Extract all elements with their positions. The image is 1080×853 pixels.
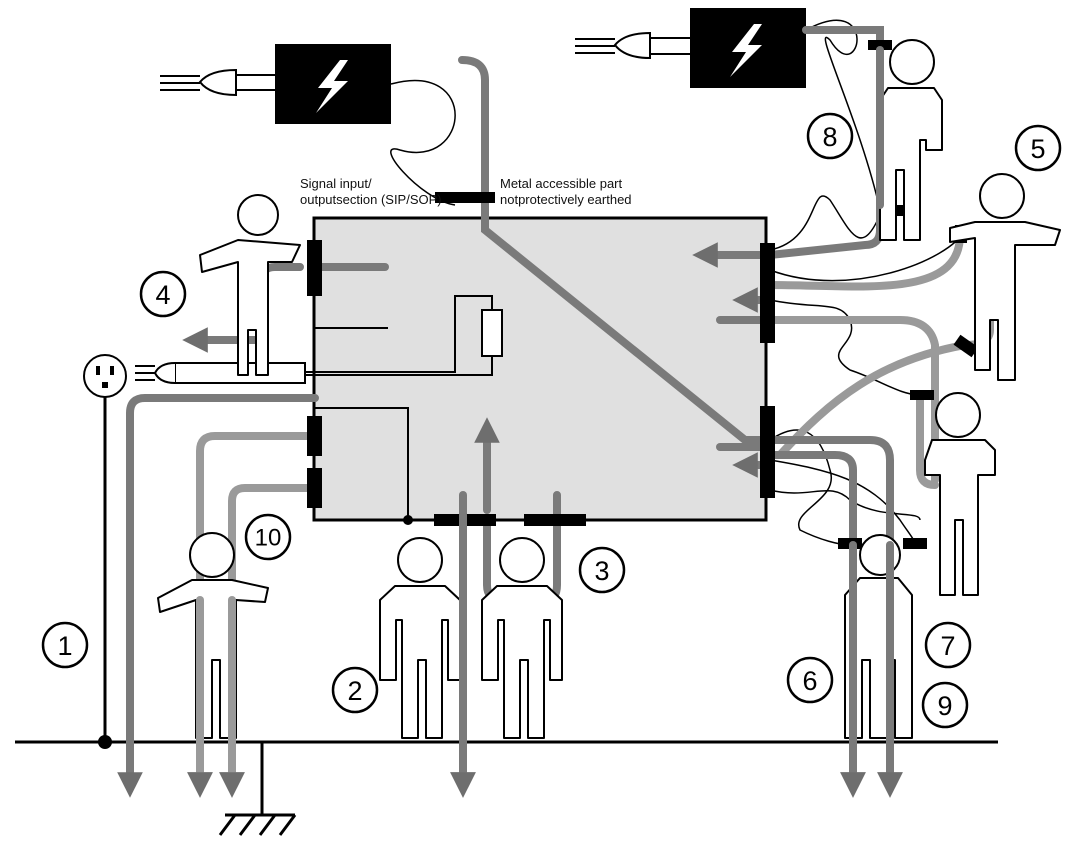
metal-part-label-line2: notprotectively earthed [500, 192, 632, 207]
person-2-icon [379, 537, 461, 739]
svg-text:1: 1 [57, 631, 72, 661]
numbered-callouts: 1 2 3 4 5 6 7 8 [41, 112, 1062, 729]
bottom-connector-b [524, 514, 586, 526]
svg-text:9: 9 [937, 691, 952, 721]
sip-connector-mid [307, 416, 322, 456]
power-source-left [160, 44, 391, 124]
callout-6: 6 [786, 656, 834, 704]
svg-text:7: 7 [940, 631, 955, 661]
connection-dot [403, 515, 413, 525]
callout-1: 1 [41, 621, 89, 669]
path-mid [766, 316, 939, 484]
callout-2: 2 [331, 666, 379, 714]
person-8-icon [879, 39, 943, 241]
sip-connector-low [307, 468, 322, 508]
metal-part-top [435, 192, 495, 203]
svg-text:8: 8 [822, 122, 837, 152]
earth-ground-icon [218, 742, 297, 836]
mains-socket-icon [83, 354, 127, 749]
person-5-icon [949, 173, 1061, 381]
callout-8: 8 [806, 112, 854, 160]
callout-3: 3 [578, 546, 626, 594]
person-4-icon [199, 194, 301, 376]
path-1-earth [117, 394, 319, 798]
internal-wiring [300, 295, 503, 520]
svg-text:4: 4 [155, 280, 170, 310]
path-6 [766, 451, 866, 798]
callout-10: 10 [244, 513, 292, 561]
power-source-right [575, 8, 806, 88]
resistor-icon [481, 309, 503, 357]
callout-4: 4 [139, 270, 187, 318]
path-10a [187, 432, 319, 798]
person-7-icon [924, 392, 996, 596]
person-10-icon [157, 532, 269, 739]
path-hand-7 [916, 396, 939, 489]
metal-part-label-line1: Metal accessible part [500, 176, 622, 191]
svg-text:10: 10 [255, 525, 282, 552]
sip-label-line2: outputsection (SIP/SOP) [300, 192, 442, 207]
path-7-9 [766, 436, 903, 798]
right-connector-top [760, 243, 775, 343]
person-3-icon [481, 537, 563, 739]
svg-text:2: 2 [347, 676, 362, 706]
right-connector-low [760, 406, 775, 498]
foreground-paths [187, 46, 903, 798]
sip-label-line1: Signal input/ [300, 176, 372, 191]
callout-7: 7 [924, 621, 972, 669]
path-10b [219, 484, 319, 798]
svg-text:6: 6 [802, 666, 817, 696]
svg-text:3: 3 [594, 556, 609, 586]
callout-5: 5 [1014, 124, 1062, 172]
sip-connector-top [307, 240, 322, 296]
svg-text:5: 5 [1030, 134, 1045, 164]
callout-9: 9 [921, 681, 969, 729]
path-diagonal [458, 56, 774, 444]
device-plug-icon [135, 362, 306, 384]
